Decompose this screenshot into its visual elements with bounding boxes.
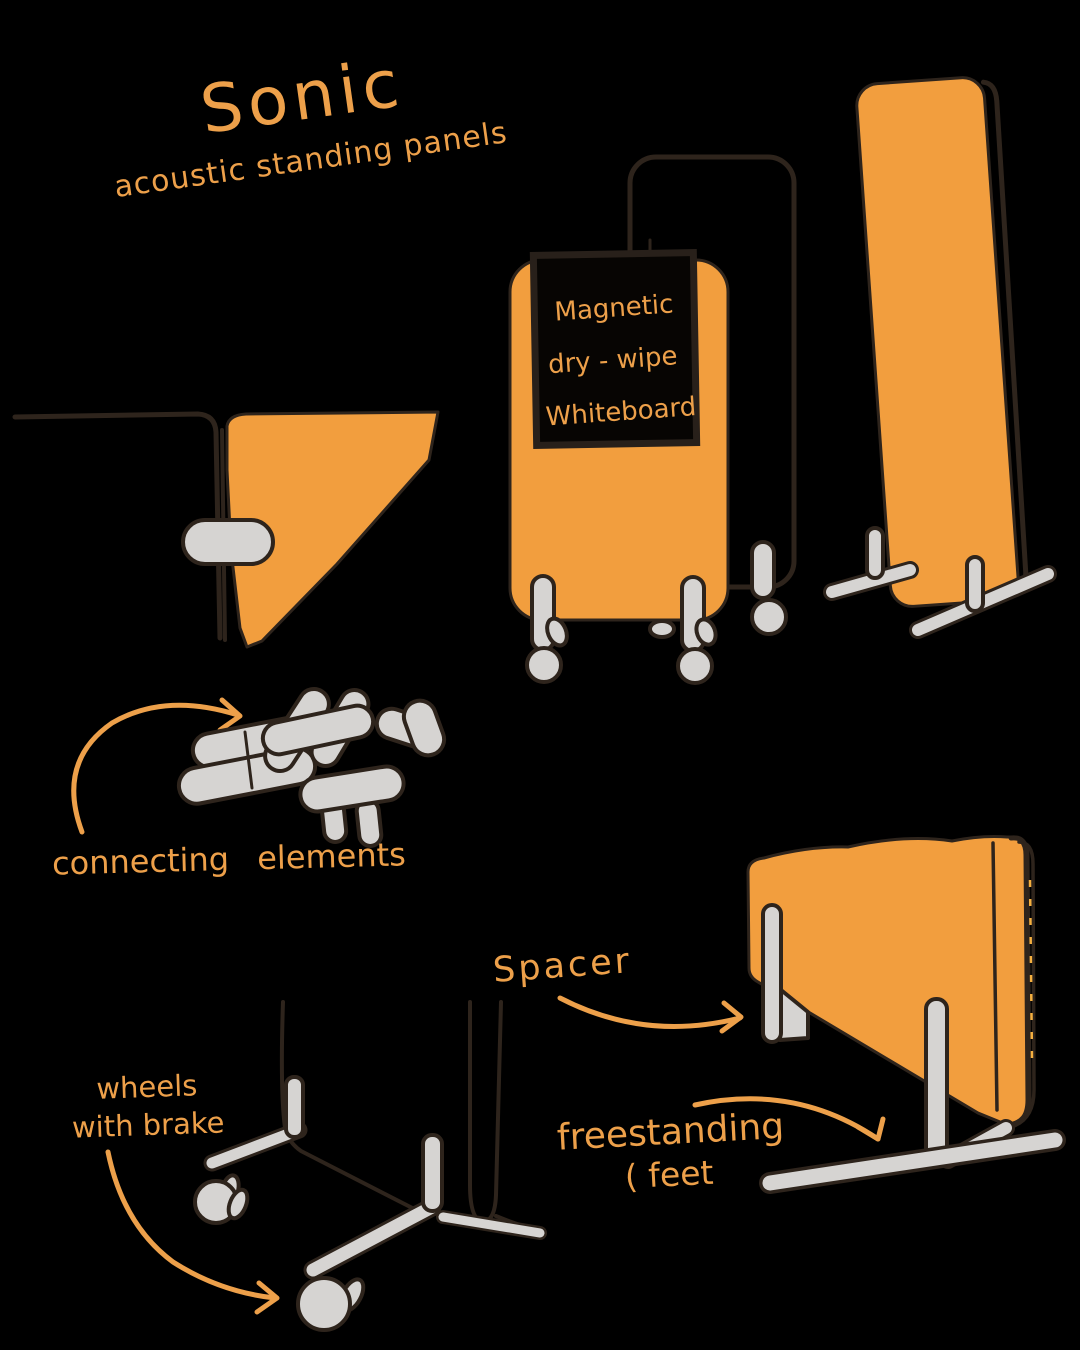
whiteboard-panel-sketch — [508, 154, 797, 685]
page-title-block: Sonic acoustic standing panels — [84, 29, 527, 208]
orange-panel-corner — [225, 410, 440, 649]
connector-cluster-corner — [374, 698, 447, 758]
connecting-elements-sketch — [71, 687, 447, 848]
corner-panel-sketch — [12, 410, 440, 649]
wall-panel-outline — [12, 411, 223, 641]
connector-pill — [181, 518, 275, 566]
caster-left — [193, 1075, 308, 1225]
connector-cluster-tee — [298, 764, 406, 848]
front-caster-left — [525, 574, 569, 684]
low-panel-sketch — [746, 835, 1066, 1194]
panel-right-edge — [468, 1000, 503, 1224]
freestanding-foot — [759, 997, 1066, 1194]
wheels-arrow-icon — [105, 1149, 280, 1315]
spacer-label: Spacer — [491, 941, 634, 991]
tall-orange-panel — [855, 76, 1029, 608]
caster-panel-sketch — [193, 1000, 547, 1332]
panel-seam-line — [991, 841, 999, 1112]
panel-side-edge-2 — [1012, 840, 1036, 1128]
wheels-with-brake-label: wheels with brake — [54, 1067, 241, 1145]
whiteboard-text: Magnetic dry - wipe Whiteboard — [543, 277, 704, 443]
spacer-stem — [761, 903, 810, 1044]
freestanding-foot-right — [909, 555, 1057, 639]
spacer-arrow-icon — [557, 995, 744, 1034]
whiteboard-line-3: Whiteboard — [544, 392, 698, 433]
magnetic-whiteboard — [529, 249, 701, 449]
tall-panel-sketch — [823, 76, 1057, 639]
connecting-elements-label: connecting elements — [51, 835, 407, 883]
back-caster — [750, 540, 788, 636]
freestanding-arrow-icon — [692, 1096, 886, 1142]
caster-front — [296, 1133, 547, 1332]
hidden-caster-bump — [648, 619, 676, 639]
connector-cluster-cross — [260, 687, 376, 773]
panel-side-edge-1 — [1003, 835, 1032, 1128]
wheels-label-line-1: wheels — [95, 1068, 198, 1106]
curved-arrow-icon — [71, 697, 243, 835]
freestanding-foot-left — [823, 526, 919, 601]
front-caster-right — [676, 575, 718, 685]
